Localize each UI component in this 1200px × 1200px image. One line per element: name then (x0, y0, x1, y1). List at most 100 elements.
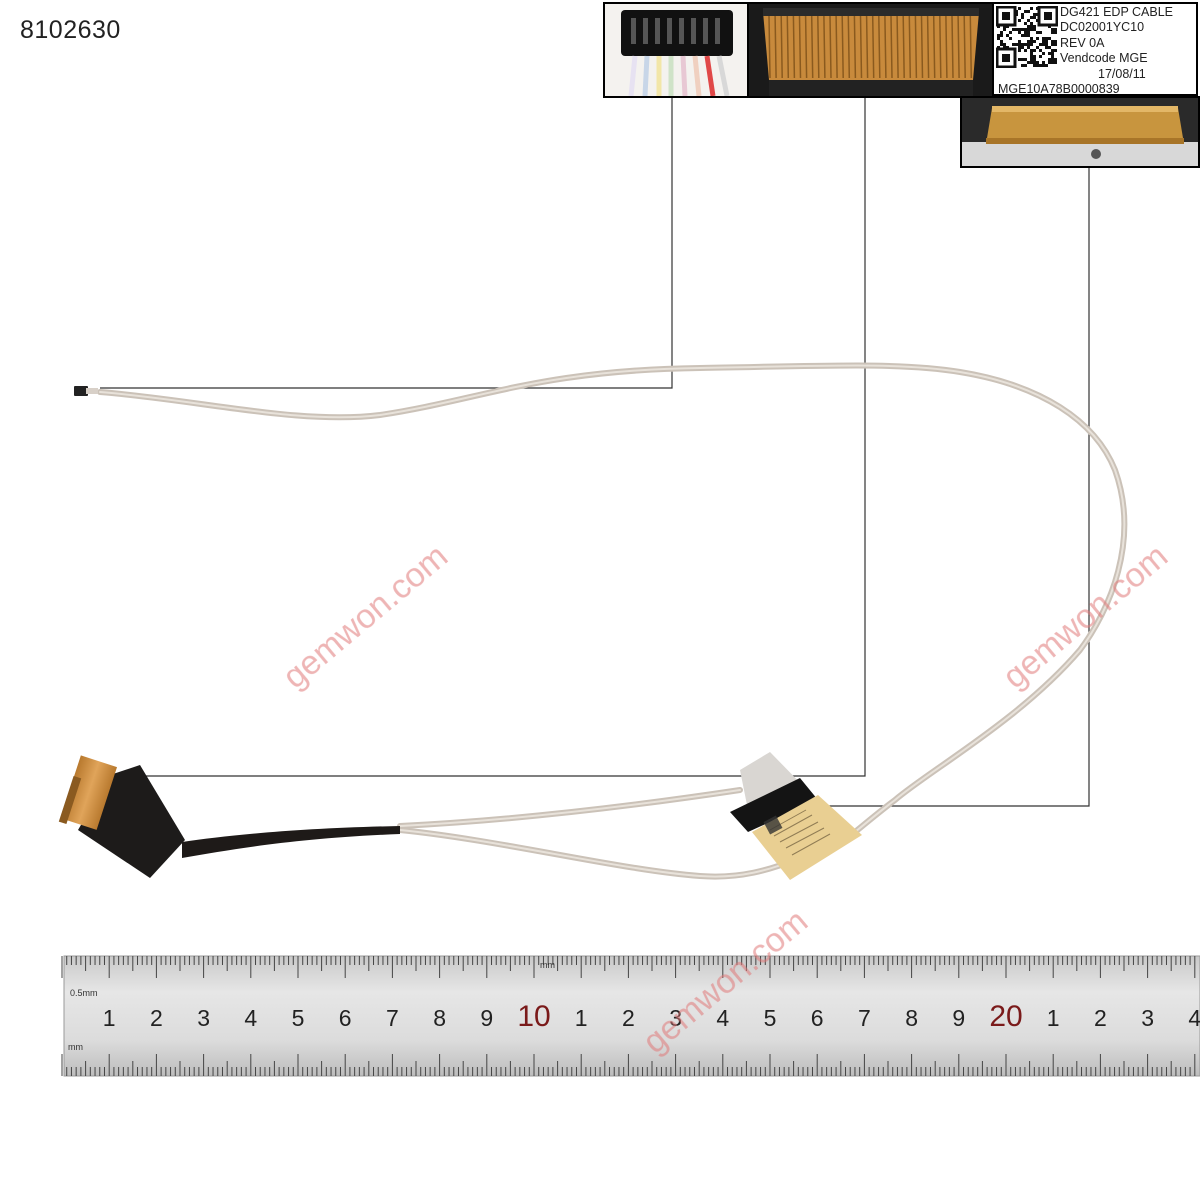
label-line-serial: MGE10A78B0000839 (998, 81, 1120, 96)
ruler-number: 2 (1094, 1005, 1107, 1031)
qr-finder (996, 47, 1017, 68)
qr-cell (1033, 16, 1036, 19)
qr-cell (1018, 43, 1021, 46)
ruler-number: 1 (103, 1005, 116, 1031)
qr-cell (1009, 37, 1012, 40)
qr-cell (1030, 40, 1033, 43)
qr-cell (1021, 58, 1024, 61)
qr-cell (1051, 49, 1054, 52)
qr-cell (1033, 40, 1036, 43)
qr-cell (1018, 49, 1021, 52)
connector-pin (792, 15, 796, 79)
qr-cell (1018, 19, 1021, 22)
qr-cell (1051, 61, 1054, 64)
label-line-model: DG421 EDP CABLE (1060, 5, 1174, 19)
qr-cell (1045, 40, 1048, 43)
ruler-number: 4 (244, 1005, 257, 1031)
qr-cell (997, 37, 1000, 40)
callout-small-connector (100, 96, 673, 389)
cable-wire (97, 362, 1128, 880)
connector-pin (890, 15, 893, 79)
ruler-number: 9 (952, 1005, 965, 1031)
qr-cell (1030, 49, 1033, 52)
inset-board-connector (960, 96, 1200, 168)
qr-cell (1000, 43, 1003, 46)
qr-cell (1003, 28, 1006, 31)
qr-cell (1030, 58, 1033, 61)
qr-cell (1021, 43, 1024, 46)
connector-pin (859, 15, 863, 79)
qr-cell (1018, 46, 1021, 49)
qr-cell (1030, 55, 1033, 58)
qr-cell (1045, 64, 1048, 67)
qr-cell (1027, 61, 1030, 64)
connector-pin (951, 15, 954, 79)
connector-pin (914, 15, 918, 79)
qr-cell (1033, 61, 1036, 64)
qr-cell (1027, 28, 1030, 31)
qr-finder (996, 6, 1017, 27)
qr-cell (1054, 58, 1057, 61)
ruler-number: 3 (1141, 1005, 1154, 1031)
qr-cell (1042, 43, 1045, 46)
callout-lines (100, 96, 1090, 807)
qr-cell (1027, 34, 1030, 37)
watermark-1: gemwon.com (276, 537, 455, 696)
qr-cell (1033, 49, 1036, 52)
qr-cell (1048, 46, 1051, 49)
connector-pin (871, 15, 875, 79)
ruler-number: 7 (858, 1005, 871, 1031)
watermark-2: gemwon.com (996, 537, 1175, 696)
qr-cell (1027, 10, 1030, 13)
qr-cell (1012, 28, 1015, 31)
qr-cell (1024, 10, 1027, 13)
qr-cell (1051, 52, 1054, 55)
qr-cell (1030, 28, 1033, 31)
qr-cell (1021, 64, 1024, 67)
ruler-number: 9 (480, 1005, 493, 1031)
qr-cell (1018, 58, 1021, 61)
qr-cell (1021, 16, 1024, 19)
qr-finder (1037, 6, 1058, 27)
cable-upper-branch (397, 787, 743, 829)
qr-cell (1015, 28, 1018, 31)
connector-pin (939, 15, 942, 79)
qr-cell (1039, 55, 1042, 58)
qr-cell (1024, 58, 1027, 61)
ruler-number: 8 (433, 1005, 446, 1031)
connector-pin (798, 15, 802, 79)
qr-cell (1039, 49, 1042, 52)
connector-pin (823, 15, 826, 79)
qr-cell (1030, 25, 1033, 28)
label-line-part-number: DC02001YC10 (1060, 20, 1145, 35)
qr-cell (1027, 43, 1030, 46)
qr-cell (1051, 55, 1054, 58)
qr-finder-center (1002, 54, 1010, 62)
ruler-number: 1 (1047, 1005, 1060, 1031)
ruler-number: 4 (716, 1005, 729, 1031)
ruler-number: 1 (575, 1005, 588, 1031)
ruler-number: 20 (989, 1000, 1022, 1033)
ruler-number: 4 (1188, 1005, 1200, 1031)
qr-cell (1051, 58, 1054, 61)
inset-lcd-connector (747, 2, 994, 98)
qr-cell (1033, 25, 1036, 28)
inset-small-connector (603, 2, 749, 98)
qr-cell (1021, 13, 1024, 16)
qr-cell (1048, 52, 1051, 55)
qr-cell (1018, 7, 1021, 10)
ruler-number: 6 (811, 1005, 824, 1031)
inset-part-label: DG421 EDP CABLE DC02001YC10 REV 0A Vendc… (992, 2, 1198, 96)
connector-pin (878, 15, 881, 79)
qr-cell (1054, 31, 1057, 34)
ruler-number: 6 (339, 1005, 352, 1031)
qr-cell (1036, 31, 1039, 34)
connector-pin (768, 15, 771, 79)
qr-cell (1024, 31, 1027, 34)
qr-cell (997, 34, 1000, 37)
qr-cell (1042, 64, 1045, 67)
callout-lcd-connector (120, 96, 866, 777)
qr-cell (1039, 31, 1042, 34)
